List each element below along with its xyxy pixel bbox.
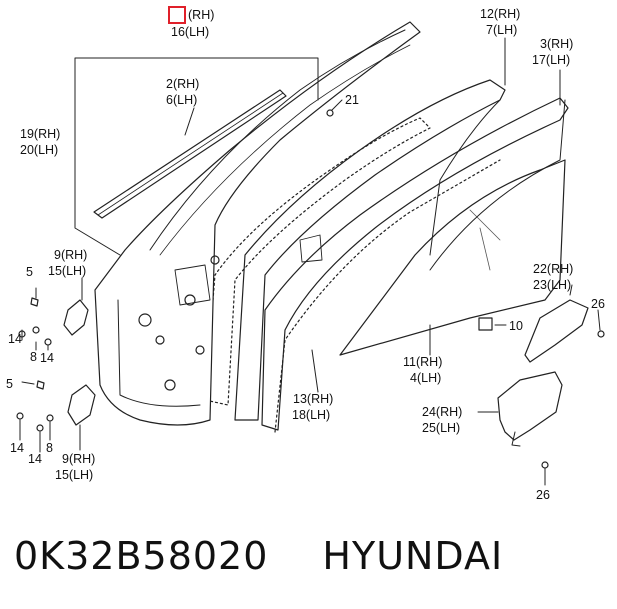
label-26-upper: 26: [591, 297, 605, 311]
label-12-rh: 12(RH): [480, 7, 520, 21]
label-5-upper: 5: [26, 265, 33, 279]
label-11-rh: 11(RH): [403, 355, 442, 369]
door-shell: [94, 21, 421, 426]
door-glass: [339, 159, 566, 356]
label-4-lh: 4(LH): [410, 371, 441, 385]
brand-name: HYUNDAI: [322, 534, 504, 578]
label-8-lower: 8: [46, 441, 53, 455]
label-2-rh: 2(RH): [166, 77, 199, 91]
bracket-22-23: [524, 299, 589, 363]
inner-sash-seal: [234, 79, 506, 421]
clip-10: [478, 317, 493, 331]
lower-hinge: [67, 384, 96, 426]
part-1-highlight: [168, 6, 186, 24]
label-9-rh-lower: 9(RH): [62, 452, 95, 466]
label-20-lh: 20(LH): [20, 143, 58, 157]
bracket-24-25: [497, 371, 563, 441]
bolts: [16, 109, 605, 469]
label-6-lh: 6(LH): [166, 93, 197, 107]
label-16-lh: 16(LH): [171, 25, 209, 39]
label-13-rh: 13(RH): [293, 392, 333, 406]
label-23-lh: 23(LH): [533, 278, 571, 292]
label-21: 21: [345, 93, 359, 107]
leader-lines: [19, 37, 601, 486]
label-5-lower: 5: [6, 377, 13, 391]
label-15-lh-upper: 15(LH): [48, 264, 86, 278]
label-9-rh-upper: 9(RH): [54, 248, 87, 262]
label-17-lh: 17(LH): [532, 53, 570, 67]
label-14-upper-b: 14: [40, 351, 54, 365]
callout-labels: (RH) 16(LH) 12(RH) 7(LH) 3(RH) 17(LH) 2(…: [6, 7, 605, 502]
label-26-lower: 26: [536, 488, 550, 502]
label-25-lh: 25(LH): [422, 421, 460, 435]
door-weatherstrip: [204, 117, 431, 406]
label-14-lower-a: 14: [10, 441, 24, 455]
label-8-upper: 8: [30, 350, 37, 364]
label-3-rh: 3(RH): [540, 37, 573, 51]
label-10: 10: [509, 319, 523, 333]
label-7-lh: 7(LH): [486, 23, 517, 37]
label-22-rh: 22(RH): [533, 262, 573, 276]
label-15-lh-lower: 15(LH): [55, 468, 93, 482]
footer: 0K32B58020 HYUNDAI: [14, 534, 557, 578]
label-1-rh: (RH): [188, 8, 214, 22]
label-19-rh: 19(RH): [20, 127, 60, 141]
label-14-lower-b: 14: [28, 452, 42, 466]
label-24-rh: 24(RH): [422, 405, 462, 419]
part-number: 0K32B58020: [14, 534, 269, 578]
upper-hinge: [63, 299, 89, 336]
label-14-upper-a: 14: [8, 332, 22, 346]
glass-run-channel-outer: [261, 97, 569, 431]
label-18-lh: 18(LH): [292, 408, 330, 422]
